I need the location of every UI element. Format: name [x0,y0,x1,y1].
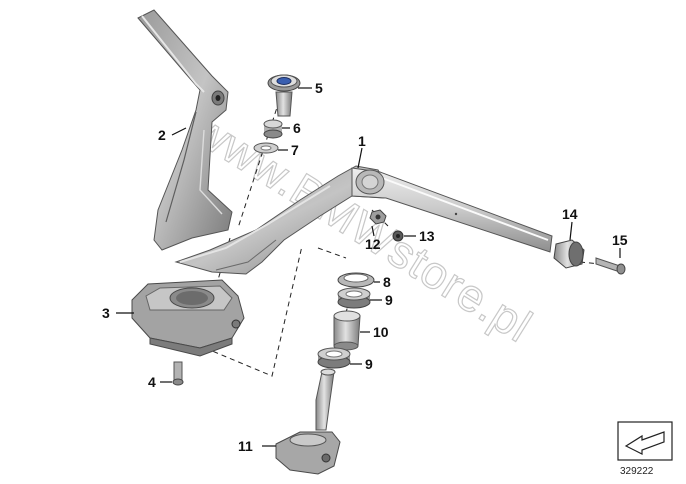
callout-14: 14 [562,206,578,222]
part-12-nut [369,209,387,225]
callout-3: 3 [102,305,110,321]
callout-8: 8 [383,274,391,290]
part-4-screw [172,361,184,386]
callout-12: 12 [365,236,381,252]
part-7-washer [253,142,279,154]
callout-11: 11 [238,438,253,454]
part-6-bushing [263,119,283,139]
direction-arrow-icon [624,431,665,455]
callout-7: 7 [291,142,299,158]
callout-9-upper: 9 [385,292,393,308]
part-14-bar-end-weight [553,239,585,269]
part-8-ring [337,272,375,288]
part-13-screw [392,230,404,242]
callout-2: 2 [158,127,166,143]
reference-number: 329222 [620,466,654,477]
part-9-bearing-lower [317,347,351,369]
orientation-badge: 329222 [617,421,673,477]
part-5-cap [267,74,301,117]
callout-9-lower: 9 [365,356,373,372]
callout-15: 15 [612,232,628,248]
callout-13: 13 [419,228,435,244]
part-10-sleeve [333,310,361,351]
callout-10: 10 [373,324,389,340]
logo-icon [276,77,292,85]
part-2-handlebar-arm [137,9,233,251]
part-11-stem [275,368,341,475]
part-3-clamp-base [131,279,245,357]
part-15-bar-end-screw [595,257,626,275]
callout-4: 4 [148,374,156,390]
callouts: 1 2 3 4 5 6 7 8 9 10 9 11 12 13 14 15 [102,80,628,454]
leader-lines [116,87,621,447]
part-1-handlebar [174,165,553,275]
callout-1: 1 [358,133,366,149]
callout-5: 5 [315,80,323,96]
callout-6: 6 [293,120,301,136]
part-9-bearing-upper [337,287,371,309]
